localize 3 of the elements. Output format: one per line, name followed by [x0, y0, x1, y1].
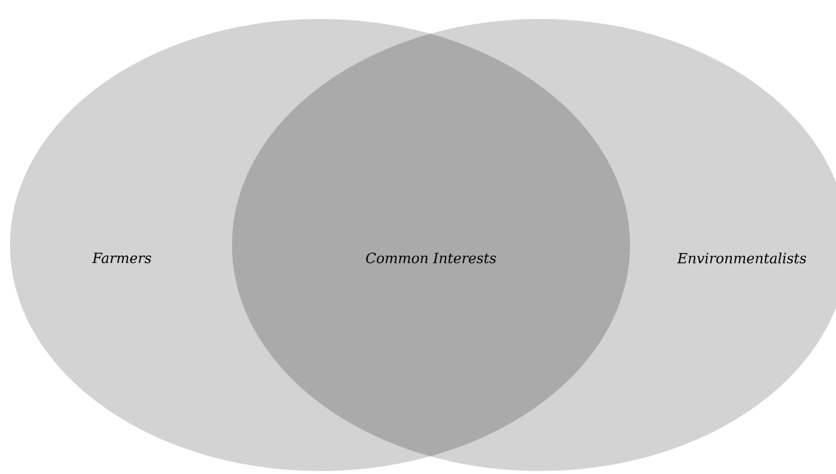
venn-label: Environmentalists — [677, 252, 806, 264]
venn-label: Farmers — [92, 252, 152, 264]
venn-label: Common Interests — [366, 252, 496, 264]
